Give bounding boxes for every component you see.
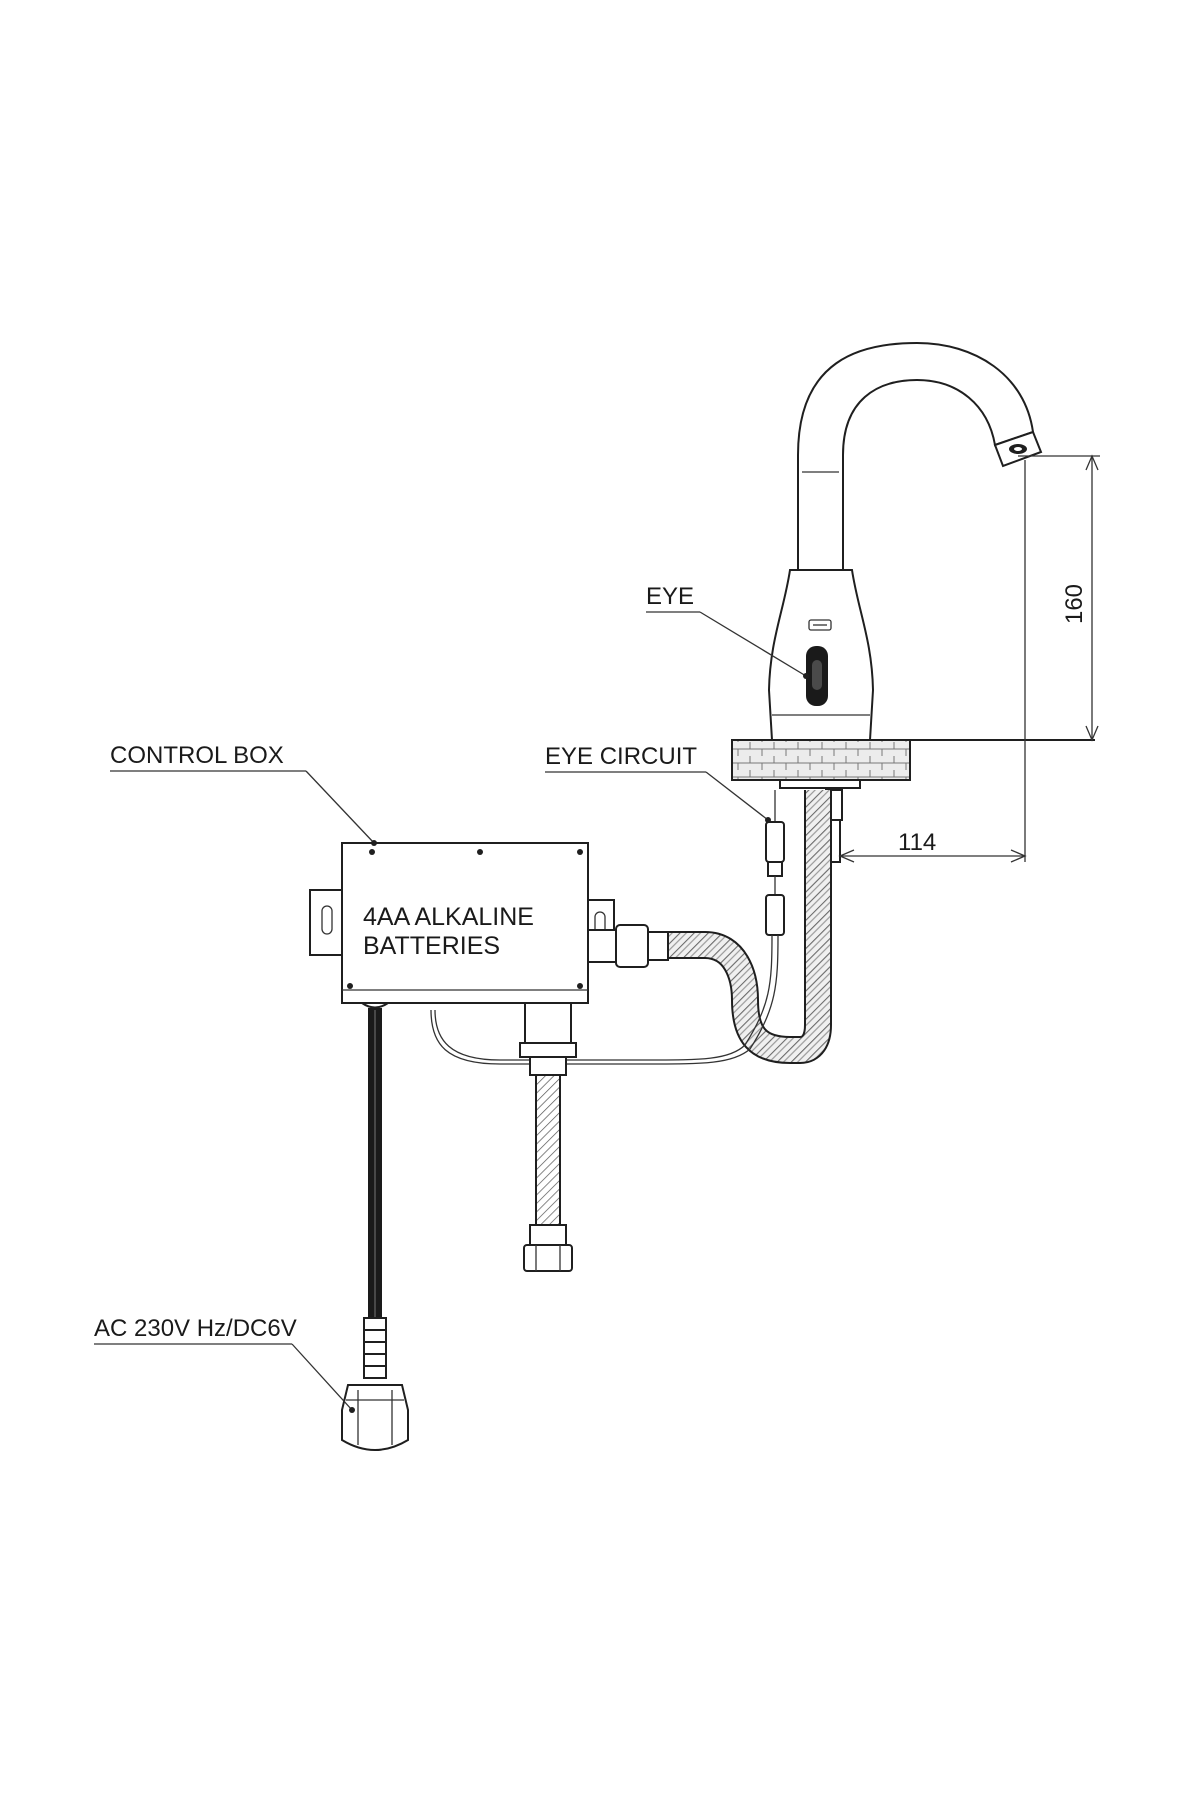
- batteries-label-line2: BATTERIES: [363, 932, 500, 960]
- plug-strain-relief: [363, 1317, 387, 1379]
- dimension-height: 160: [1018, 454, 1100, 742]
- eye-label: EYE: [646, 583, 694, 610]
- outlet-fitting: [587, 924, 669, 968]
- eye-circuit-cable: [430, 790, 785, 1065]
- power-label: AC 230V Hz/DC6V: [94, 1315, 297, 1342]
- batteries-label-line1: 4AA ALKALINE: [363, 903, 534, 931]
- power-cable: [341, 1002, 409, 1451]
- dimension-reach: 114: [838, 460, 1027, 863]
- eye-circuit-label: EYE CIRCUIT: [545, 743, 697, 770]
- control-box-label: CONTROL BOX: [110, 742, 284, 769]
- spout-aerator: [993, 430, 1043, 468]
- faucet: [767, 341, 1043, 741]
- control-box: 4AA ALKALINE BATTERIES: [309, 842, 615, 1004]
- brand-logo-icon: [808, 619, 832, 631]
- faucet-spout: [797, 341, 1035, 571]
- braided-supply-hose: [665, 790, 832, 1064]
- inlet-hose: [523, 1074, 573, 1272]
- power-plug-icon: [341, 1384, 409, 1451]
- inlet-valve: [519, 1002, 577, 1076]
- callout-eye-circuit: EYE CIRCUIT: [545, 743, 771, 823]
- dimension-reach-value: 114: [898, 829, 936, 856]
- callout-eye: EYE: [646, 583, 809, 679]
- dimension-height-value: 160: [1061, 584, 1088, 624]
- callout-control-box: CONTROL BOX: [110, 742, 377, 846]
- callout-power: AC 230V Hz/DC6V: [94, 1315, 355, 1413]
- countertop: [731, 739, 1095, 781]
